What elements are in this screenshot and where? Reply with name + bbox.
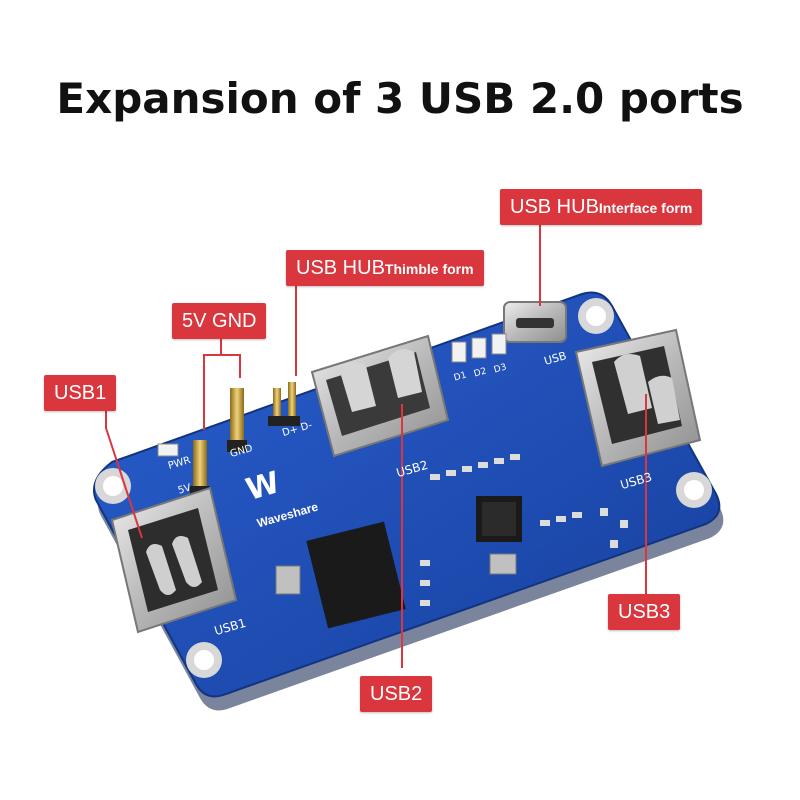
callout-hub-thimble: USB HUBThimble form: [286, 250, 484, 286]
usb2-port: [310, 334, 450, 458]
callout-usb1: USB1: [44, 375, 117, 411]
ic-hub: [476, 496, 522, 542]
usb3-port: [574, 328, 702, 468]
crystal: [489, 553, 517, 575]
ic-ch340: [306, 521, 406, 629]
crystal: [275, 565, 301, 595]
mounting-hole: [578, 298, 614, 334]
leader-gnd: [203, 339, 222, 430]
callout-usb3: USB3: [608, 594, 681, 630]
callout-5v-gnd: 5V GND: [172, 303, 267, 339]
leader-usb1: [105, 411, 143, 539]
led-d3: [491, 333, 507, 355]
micro-usb-port: [503, 301, 567, 343]
leader-gnd: [221, 354, 241, 378]
led-d2: [471, 337, 487, 359]
pcb-board: [93, 291, 721, 698]
usb1-port: [110, 486, 238, 634]
callout-hub-interface: USB HUBInterface form: [500, 189, 703, 225]
thimble-pins: [268, 382, 300, 426]
mounting-hole: [676, 472, 712, 508]
headline: Expansion of 3 USB 2.0 ports: [56, 74, 744, 123]
mounting-hole: [186, 642, 222, 678]
led-d1: [451, 341, 467, 363]
led-pwr: [157, 443, 179, 457]
callout-usb2: USB2: [360, 676, 433, 712]
